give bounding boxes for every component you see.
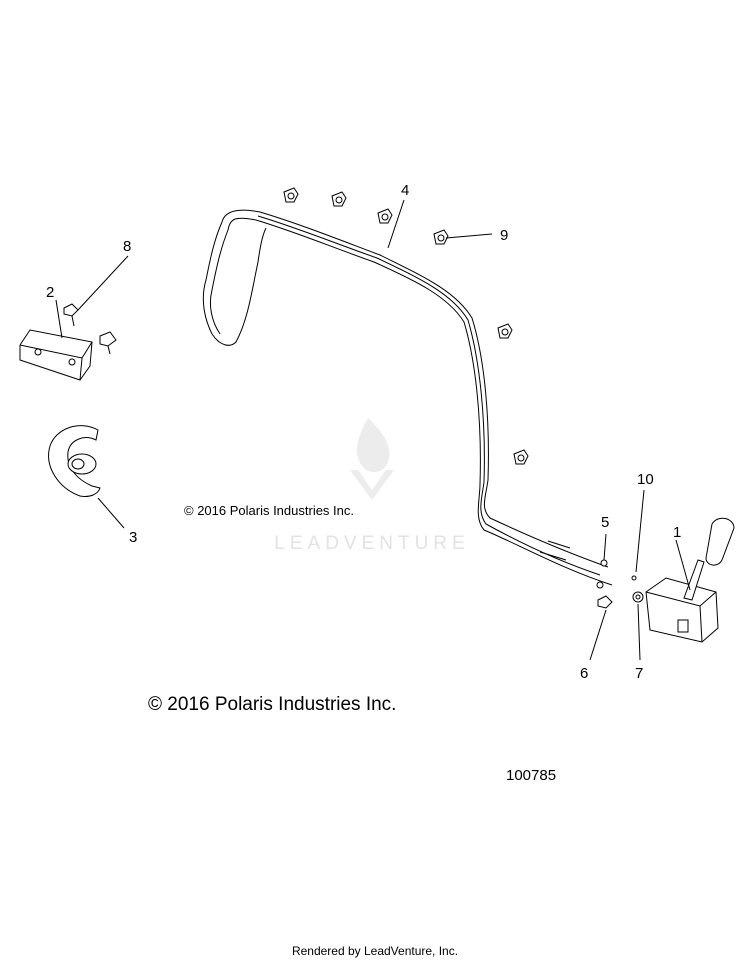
bolts-8 [63,303,117,355]
callout-6: 6 [580,665,588,682]
cable-assembly-4 [202,209,613,589]
callout-7: 7 [635,665,643,682]
diagram-number: 100785 [506,767,556,784]
bracket-2 [19,329,93,381]
callout-5: 5 [601,514,609,531]
callout-1: 1 [673,524,681,541]
callout-8: 8 [123,238,131,255]
guard-3 [48,425,101,497]
shifter-1 [645,517,735,643]
callout-9: 9 [500,227,508,244]
watermark-text: LEADVENTURE [274,533,469,554]
callout-2: 2 [46,284,54,301]
callout-10: 10 [637,471,654,488]
copyright-large: © 2016 Polaris Industries Inc. [148,694,396,715]
footer-rendered-by: Rendered by LeadVenture, Inc. [291,944,459,958]
callout-4: 4 [401,182,409,199]
leadventure-watermark: LEADVENTURE [274,418,469,554]
copyright-small: © 2016 Polaris Industries Inc. [184,503,354,518]
leader-lines [55,199,691,661]
cable-clips-9 [283,187,529,465]
callout-3: 3 [129,529,137,546]
small-parts [597,575,644,609]
